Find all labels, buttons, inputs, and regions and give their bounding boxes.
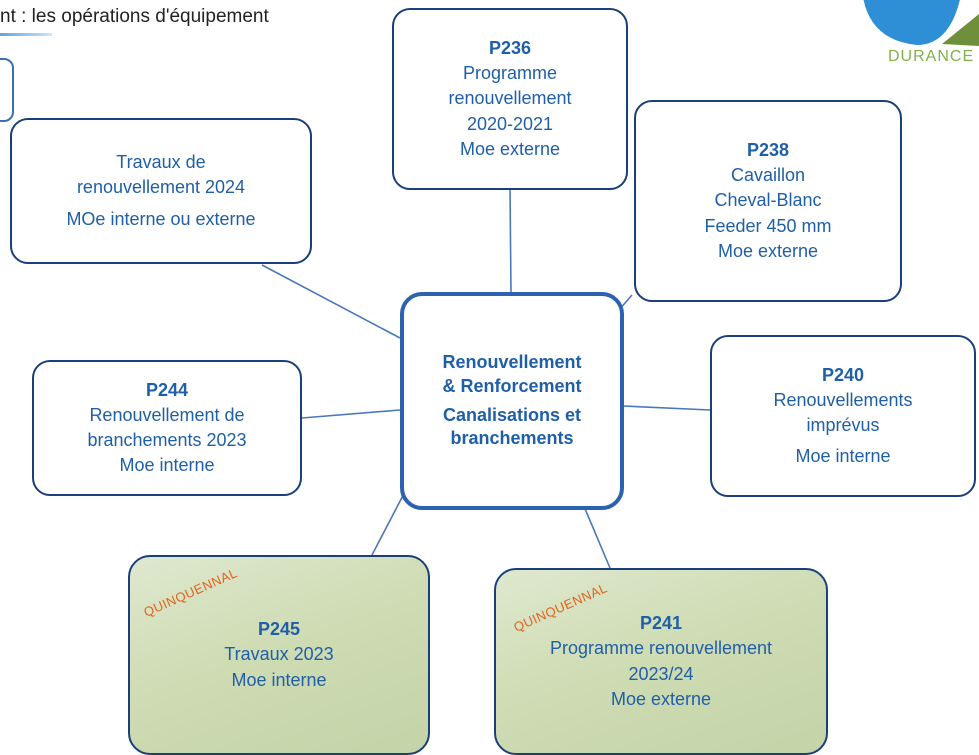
node-code: P236 [488,38,532,59]
connector-p236 [509,187,512,296]
node-line: Feeder 450 mm [704,215,832,236]
center-line: Canalisations et [442,405,582,425]
node-code: P245 [257,619,301,640]
node-line: Moe interne [231,669,327,690]
partial-frame [0,58,14,122]
page-title: nt : les opérations d'équipement [0,6,269,27]
connector-p244 [301,409,401,419]
node-code: P241 [639,613,683,634]
node-line: Moe externe [459,138,561,159]
node-p241: P241 Programme renouvellement 2023/24 Mo… [494,568,828,755]
node-line: Travaux 2023 [224,644,334,665]
node-code: P238 [746,140,790,161]
node-p240: P240 Renouvellements imprévus Moe intern… [710,335,976,497]
node-line: Moe interne [795,446,891,467]
logo-mark [863,0,979,46]
center-node: Renouvellement & Renforcement Canalisati… [400,292,624,510]
node-line: Renouvellements [773,389,913,410]
node-line: Moe interne [119,455,215,476]
node-line: Cavaillon [730,165,806,186]
node-travaux-2024: Travaux de renouvellement 2024 MOe inter… [10,118,312,264]
node-line: Moe externe [717,240,819,261]
node-code: P244 [145,379,189,400]
node-line: Moe externe [610,688,712,709]
center-line: branchements [450,428,574,449]
node-line: Programme [462,63,558,84]
node-line: renouvellement [448,88,572,109]
node-code: P240 [821,364,865,385]
connector-travaux2024 [261,264,401,339]
node-p244: P244 Renouvellement de branchements 2023… [32,360,302,496]
node-line: Programme renouvellement [549,638,773,659]
node-p238: P238 Cavaillon Cheval-Blanc Feeder 450 m… [634,100,902,302]
title-underline [0,33,52,36]
node-line: branchements 2023 [87,430,247,450]
center-line: Renouvellement [442,352,582,373]
connector-p240 [622,405,711,411]
logo [842,0,979,72]
node-line: MOe interne ou externe [66,208,256,229]
node-p236: P236 Programme renouvellement 2020-2021 … [392,8,628,190]
center-line: & Renforcement [442,375,582,396]
node-p245: P245 Travaux 2023 Moe interne [128,555,430,755]
node-line: Travaux de [116,152,206,173]
node-line: Cheval-Blanc [714,190,822,211]
node-line: renouvellement 2024 [76,177,246,198]
node-line: 2023/24 [628,663,694,684]
node-line: Renouvellement de [89,404,245,425]
node-line: 2020-2021 [466,113,554,134]
node-line: imprévus [806,415,880,435]
logo-text: DURANCE - [888,48,979,65]
